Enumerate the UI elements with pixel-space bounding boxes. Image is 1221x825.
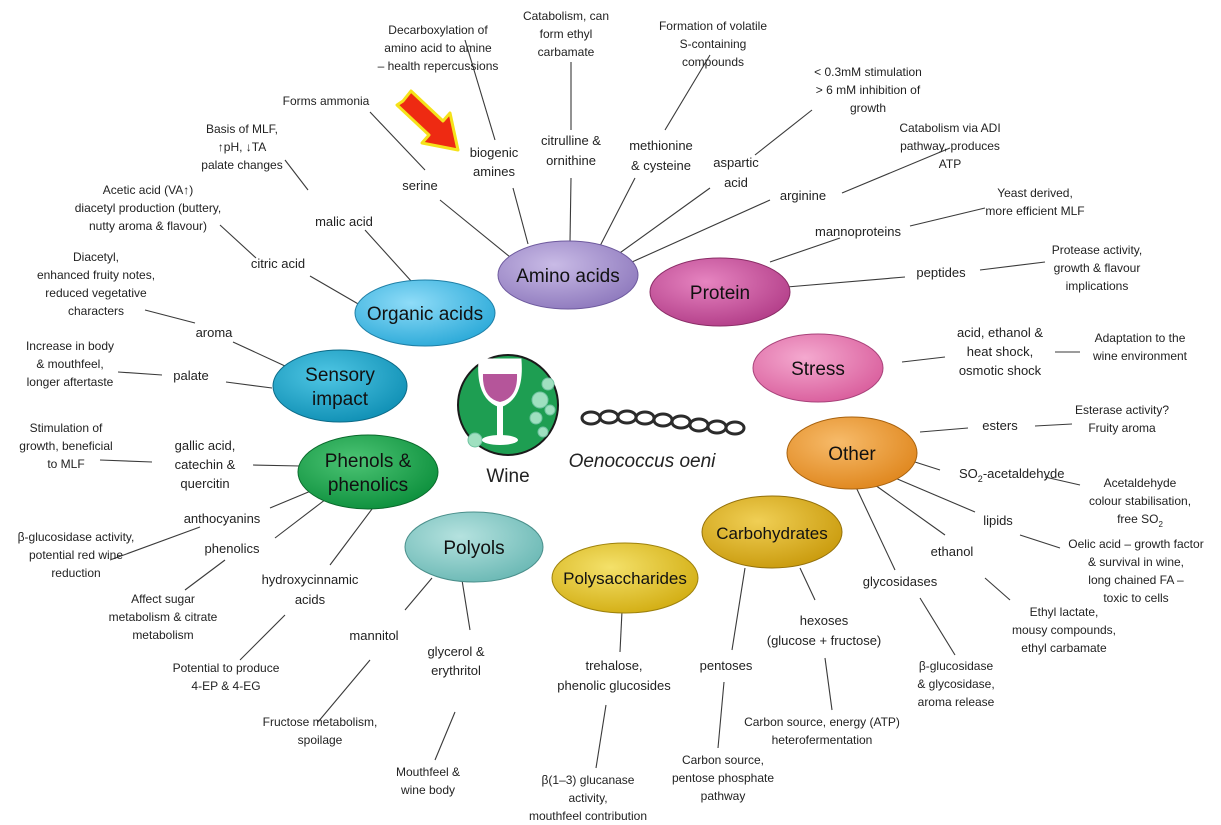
label-lipids: lipids xyxy=(983,513,1013,528)
hub-amino-acids: Amino acids xyxy=(497,240,639,310)
hub-label-line-2: impact xyxy=(312,389,369,410)
connector-lines xyxy=(99,39,1081,769)
oenococcus-chain-icon xyxy=(580,409,746,436)
label-methionine: methionine& cysteine xyxy=(629,138,693,173)
label-phenolics: phenolics xyxy=(205,541,260,556)
note-forms-ammonia: Forms ammonia xyxy=(283,94,370,108)
hub-sensory-impact: Sensory impact xyxy=(272,349,408,423)
label-so2-acetaldehyde: SO2-acetaldehyde xyxy=(959,466,1064,484)
hub-label-line-1: Phenols & xyxy=(325,451,412,472)
wine-label: Wine xyxy=(486,466,529,487)
label-malic-acid: malic acid xyxy=(315,214,373,229)
note-yeast-derived: Yeast derived,more efficient MLF xyxy=(985,186,1084,218)
hub-label: Polysaccharides xyxy=(563,569,687,588)
note-mouthfeel: Mouthfeel &wine body xyxy=(396,765,460,797)
label-peptides: peptides xyxy=(916,265,966,280)
red-arrow-icon xyxy=(395,89,460,152)
hub-polyols: Polyols xyxy=(404,511,544,583)
note-body: Increase in body& mouthfeel,longer after… xyxy=(26,339,114,389)
label-mannitol: mannitol xyxy=(349,628,398,643)
label-anthocyanins: anthocyanins xyxy=(184,511,261,526)
hub-label: Carbohydrates xyxy=(716,524,828,543)
label-serine: serine xyxy=(402,178,437,193)
label-palate: palate xyxy=(173,368,208,383)
hub-protein: Protein xyxy=(649,257,791,327)
label-trehalose: trehalose,phenolic glucosides xyxy=(557,658,671,693)
organism-label: Oenococcus oeni xyxy=(569,451,717,472)
note-esterase: Esterase activity?Fruity aroma xyxy=(1075,403,1169,435)
note-heterofermentation: Carbon source, energy (ATP)heteroferment… xyxy=(744,715,900,747)
label-gallic-acid: gallic acid,catechin &quercitin xyxy=(175,438,236,491)
hub-stress: Stress xyxy=(752,333,884,403)
note-oleic-acid: Oelic acid – growth factor& survival in … xyxy=(1068,537,1203,605)
note-ethyl-lactate: Ethyl lactate,mousy compounds,ethyl carb… xyxy=(1012,605,1116,655)
label-citric-acid: citric acid xyxy=(251,256,305,271)
hub-label: Polyols xyxy=(443,538,504,559)
label-stress-conditions: acid, ethanol &heat shock,osmotic shock xyxy=(957,325,1043,378)
hub-label-line-1: Sensory xyxy=(305,365,375,386)
hub-other: Other xyxy=(786,416,918,490)
label-ethanol: ethanol xyxy=(931,544,974,559)
label-aroma: aroma xyxy=(196,325,234,340)
hub-label: Organic acids xyxy=(367,304,483,325)
hub-label: Stress xyxy=(791,359,845,380)
hub-carbohydrates: Carbohydrates xyxy=(701,495,843,569)
hub-organic-acids: Organic acids xyxy=(354,279,496,347)
hub-label-line-2: phenolics xyxy=(328,475,408,496)
hub-label: Amino acids xyxy=(516,266,620,287)
label-pentoses: pentoses xyxy=(700,658,753,673)
note-acetic-acid: Acetic acid (VA↑)diacetyl production (bu… xyxy=(75,183,222,233)
hub-phenols-phenolics: Phenols & phenolics xyxy=(297,434,439,510)
hub-polysaccharides: Polysaccharides xyxy=(551,542,699,614)
label-mannoproteins: mannoproteins xyxy=(815,224,901,239)
label-citrulline: citrulline &ornithine xyxy=(541,133,601,168)
note-aroma-release: β-glucosidase& glycosidase,aroma release xyxy=(917,659,994,709)
note-beta-glucosidase: β-glucosidase activity,potential red win… xyxy=(18,530,135,580)
label-esters: esters xyxy=(982,418,1018,433)
label-arginine: arginine xyxy=(780,188,826,203)
note-fructose: Fructose metabolism,spoilage xyxy=(263,715,378,747)
label-hexoses: hexoses(glucose + fructose) xyxy=(767,613,882,648)
hub-label: Protein xyxy=(690,283,750,304)
label-glycerol: glycerol &erythritol xyxy=(427,644,484,678)
hub-label: Other xyxy=(828,444,876,465)
wine-icon xyxy=(457,354,559,456)
note-diacetyl: Diacetyl,enhanced fruity notes,reduced v… xyxy=(37,250,155,318)
label-glycosidases: glycosidases xyxy=(863,574,938,589)
